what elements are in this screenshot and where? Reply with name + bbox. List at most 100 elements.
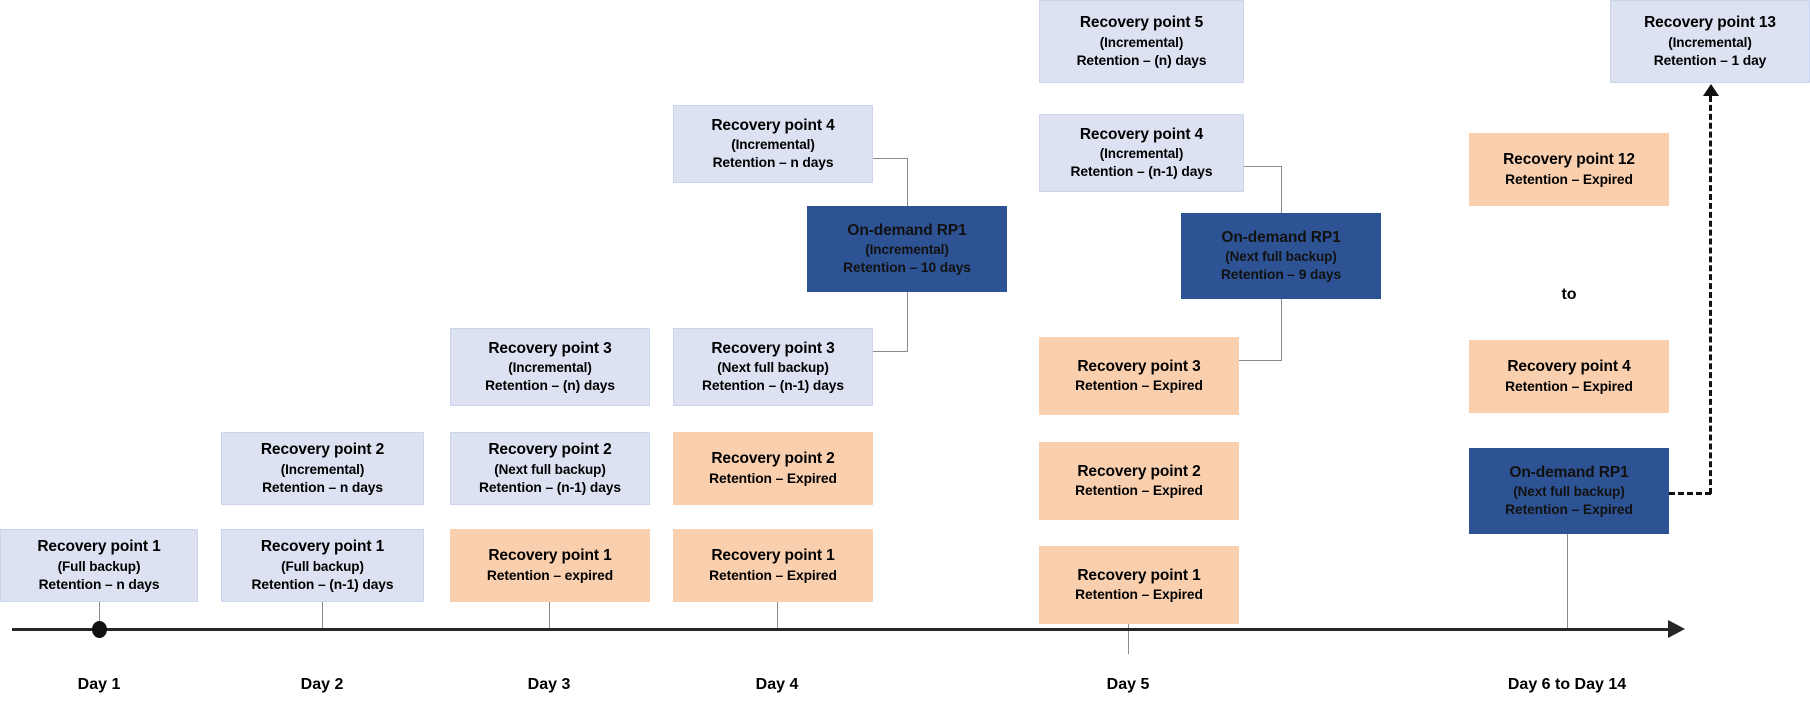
tick-day-2 [322,602,323,630]
recovery-point-title: Recovery point 1 [37,538,161,556]
recovery-point-type: (Incremental) [1668,34,1752,50]
recovery-point-box-d6-ondemand[interactable]: On-demand RP1 (Next full backup) Retention… [1469,448,1669,534]
recovery-point-retention: Retention – (n-1) days [251,576,394,592]
recovery-point-type: (Next full backup) [1225,249,1337,265]
recovery-point-retention: Retention – (n-1) days [479,479,621,495]
recovery-point-box-d5-ondemand[interactable]: On-demand RP1 (Next full backup) Retention… [1181,213,1381,299]
dashed-connector-vertical [1709,96,1712,494]
day-label-4: Day 4 [755,676,799,693]
recovery-point-title: Recovery point 2 [1077,462,1201,480]
connector-d5-vertical [1281,166,1282,213]
recovery-point-title: Recovery point 3 [711,339,835,357]
recovery-point-box-d4-ondemand[interactable]: On-demand RP1 (Incremental) Retention – 10… [807,206,1007,292]
day-label-5: Day 5 [1106,676,1150,693]
recovery-point-box-d5-rp2[interactable]: Recovery point 2 Retention – Expired [1039,442,1239,520]
recovery-point-retention: Retention – n days [38,576,160,592]
recovery-point-box-d3-rp3[interactable]: Recovery point 3 (Incremental) Retention –… [450,328,650,406]
recovery-point-box-d2-rp2[interactable]: Recovery point 2 (Incremental) Retention –… [221,432,424,505]
recovery-point-title: Recovery point 4 [1079,125,1204,143]
connector-d4-ondemand-to-rp3 [873,351,908,352]
recovery-point-box-d3-rp1[interactable]: Recovery point 1 Retention – expired [450,529,650,602]
recovery-point-title: Recovery point 3 [488,339,612,357]
recovery-point-title: Recovery point 3 [1077,357,1201,375]
recovery-point-type: (Incremental) [508,360,592,376]
recovery-point-retention: Retention – Expired [1075,483,1203,499]
recovery-point-retention: Retention – (n) days [485,378,615,394]
recovery-point-title: Recovery point 1 [488,547,612,565]
recovery-point-title: Recovery point 2 [488,441,612,459]
dashed-connector-horizontal [1669,492,1711,495]
recovery-point-box-d4-rp2[interactable]: Recovery point 2 Retention – Expired [673,432,873,505]
recovery-point-title: Recovery point 2 [711,450,835,468]
day-label-6-14: Day 6 to Day 14 [1507,676,1627,693]
recovery-point-retention: Retention – Expired [1075,378,1203,394]
recovery-point-type: (Incremental) [1099,146,1184,162]
recovery-point-type: (Next full backup) [1513,484,1625,500]
recovery-point-retention: Retention – expired [486,567,614,583]
recovery-point-box-d4-rp3[interactable]: Recovery point 3 (Next full backup) Retent… [673,328,873,406]
connector-d5-vertical-lower [1281,299,1282,361]
recovery-point-title: Recovery point 1 [711,547,835,565]
timeline-origin-dot-icon [92,621,107,638]
recovery-point-retention: Retention – Expired [1505,502,1633,518]
recovery-point-retention: Retention – Expired [709,567,837,583]
recovery-point-retention: Retention – Expired [1075,587,1203,603]
dashed-connector-arrowhead [1703,84,1719,96]
recovery-point-retention: Retention – 9 days [1220,267,1342,283]
recovery-point-type: (Incremental) [1099,34,1184,50]
connector-d4-vertical-lower [907,292,908,352]
recovery-point-type: (Next full backup) [717,360,829,376]
connector-d4-vertical [907,158,908,206]
recovery-point-title: Recovery point 4 [711,116,835,134]
recovery-point-box-d5-rp3[interactable]: Recovery point 3 Retention – Expired [1039,337,1239,415]
recovery-point-box-d6-rp4[interactable]: Recovery point 4 Retention – Expired [1469,340,1669,413]
recovery-point-box-d4-rp4[interactable]: Recovery point 4 (Incremental) Retention –… [673,105,873,183]
day-label-3: Day 3 [527,676,571,693]
recovery-point-title: On-demand RP1 [1509,463,1629,481]
recovery-point-type: (Full backup) [57,558,141,574]
recovery-point-type: (Next full backup) [494,461,606,477]
recovery-point-type: (Incremental) [280,461,365,477]
recovery-point-retention: Retention – n days [712,155,834,171]
connector-d4-rp4-to-ondemand [873,158,908,159]
recovery-point-retention: Retention – (n-1) days [1070,164,1213,180]
to-label: to [1561,286,1577,303]
recovery-point-box-d5-rp4[interactable]: Recovery point 4 (Incremental) Retention –… [1039,114,1244,192]
recovery-point-type: (Incremental) [865,242,949,258]
recovery-point-retention: Retention – (n-1) days [702,378,844,394]
tick-day-5 [1128,624,1129,654]
recovery-point-title: On-demand RP1 [1221,228,1341,246]
recovery-point-title: Recovery point 2 [260,441,385,459]
connector-d5-ondemand-to-rp3 [1239,360,1282,361]
day-label-2: Day 2 [300,676,344,693]
recovery-point-box-d6-rp12[interactable]: Recovery point 12 Retention – Expired [1469,133,1669,206]
recovery-point-retention: Retention – Expired [1505,378,1633,394]
recovery-point-box-d1-rp1[interactable]: Recovery point 1 (Full backup) Retention –… [0,529,198,602]
recovery-point-box-d2-rp1[interactable]: Recovery point 1 (Full backup) Retention –… [221,529,424,602]
timeline-axis [12,628,1672,631]
recovery-point-title: Recovery point 1 [260,538,385,556]
recovery-point-type: (Incremental) [731,137,815,153]
tick-day-6-14 [1567,534,1568,630]
recovery-point-box-d5-rp5[interactable]: Recovery point 5(Incremental)Retention –… [1039,0,1244,83]
recovery-point-retention: Retention – Expired [1505,171,1633,187]
recovery-point-title: Recovery point 13 [1644,14,1776,32]
recovery-point-box-d3-rp2[interactable]: Recovery point 2 (Next full backup) Retent… [450,432,650,505]
recovery-point-retention: Retention – n days [262,479,383,495]
recovery-point-title: On-demand RP1 [847,221,967,239]
tick-day-3 [549,602,550,630]
recovery-point-retention: Retention – (n) days [1076,52,1207,68]
recovery-point-retention: Retention – 10 days [843,260,971,276]
tick-day-4 [777,602,778,630]
recovery-point-title: Recovery point 4 [1507,358,1631,376]
connector-d5-rp4-to-ondemand [1244,166,1281,167]
recovery-point-type: (Full backup) [281,558,364,574]
recovery-point-retention: Retention – 1 day [1653,52,1767,68]
recovery-point-title: Recovery point 1 [1077,566,1201,584]
recovery-point-box-rp13[interactable]: Recovery point 13 (Incremental) Retention … [1610,0,1810,83]
recovery-point-retention: Retention – Expired [709,470,837,486]
recovery-point-box-d5-rp1[interactable]: Recovery point 1 Retention – Expired [1039,546,1239,624]
recovery-point-box-d4-rp1[interactable]: Recovery point 1 Retention – Expired [673,529,873,602]
recovery-point-title: Recovery point 12 [1503,151,1635,169]
